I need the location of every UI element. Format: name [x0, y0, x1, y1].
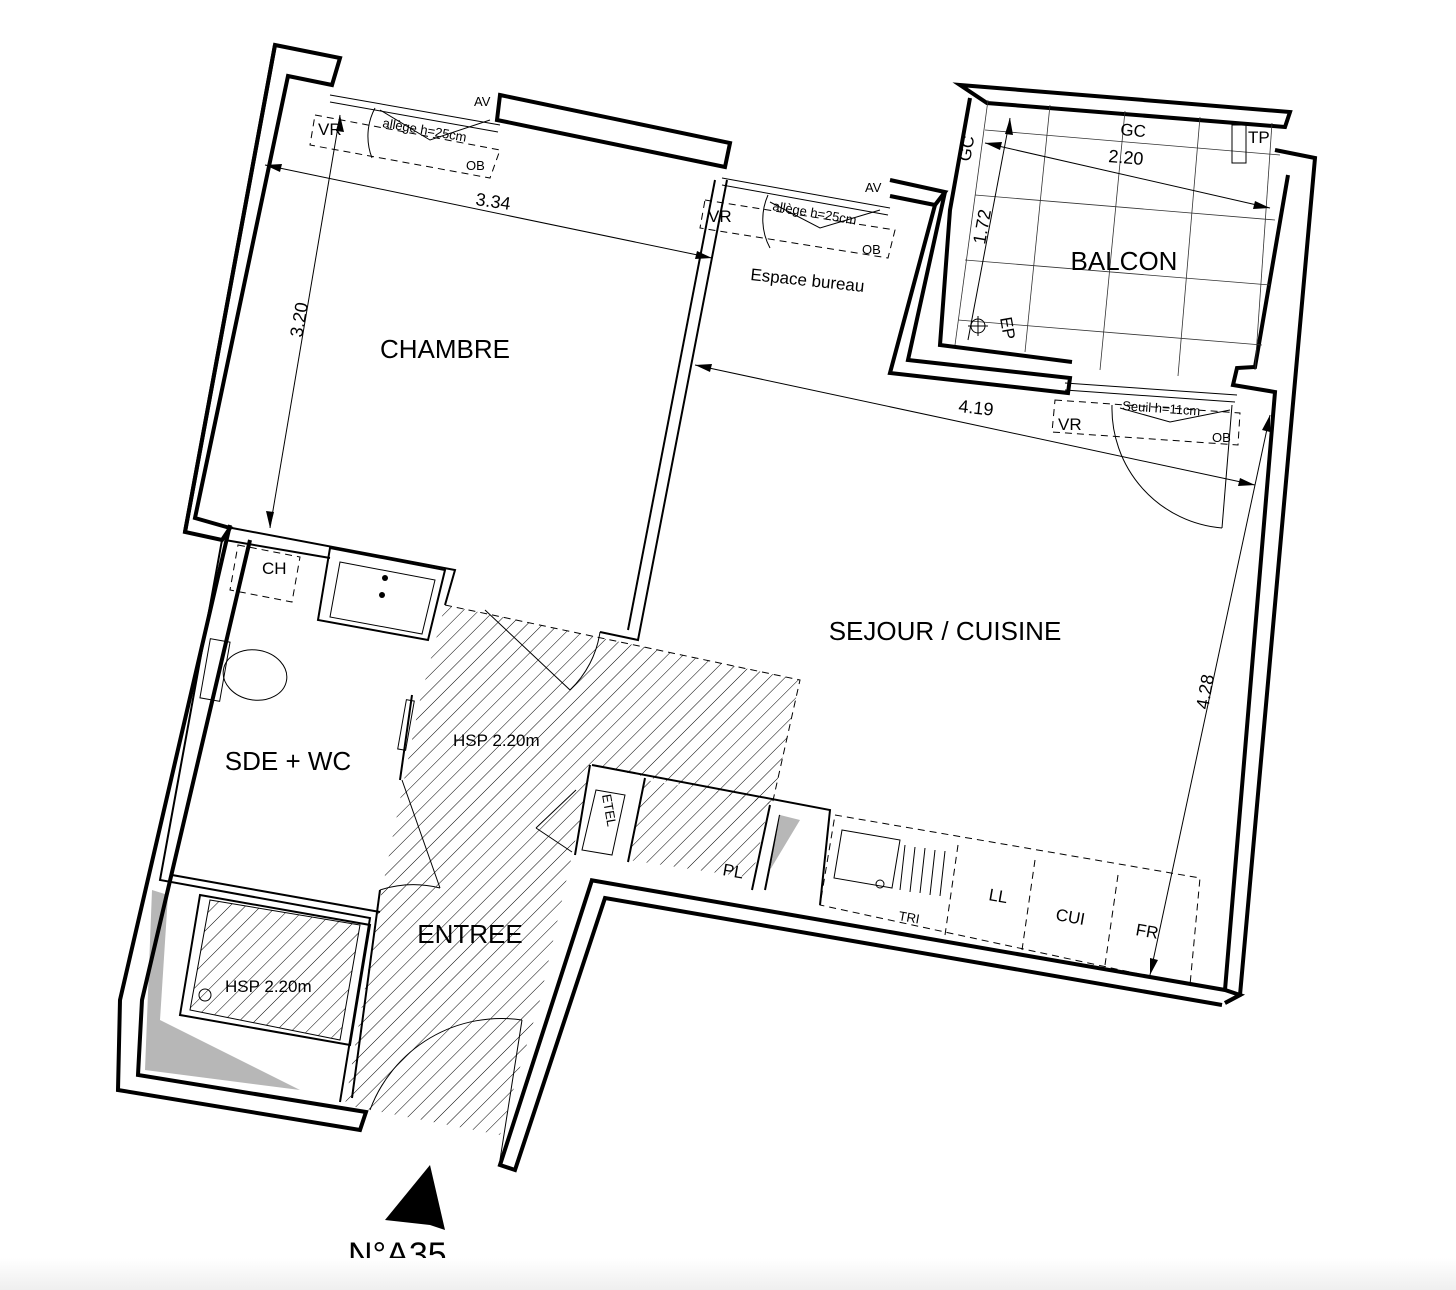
- dim-sejour-depth: 4.28: [1192, 673, 1218, 711]
- room-balcon: BALCON: [1071, 246, 1178, 276]
- dim-chambre-depth: 3.20: [286, 301, 312, 339]
- page-footer-band: [0, 1258, 1456, 1290]
- kitchen-sink: [833, 829, 901, 889]
- windows: [309, 94, 1241, 446]
- room-sde: SDE + WC: [225, 746, 351, 776]
- label-etel: ETEL: [599, 793, 619, 828]
- north-arrow: [385, 1165, 445, 1230]
- placard-etel: [581, 789, 626, 856]
- labels: CHAMBRE SEJOUR / CUISINE SDE + WC ENTREE…: [225, 94, 1270, 1274]
- hatched-areas: [190, 605, 800, 1135]
- room-chambre: CHAMBRE: [380, 334, 510, 364]
- door-handle: [397, 699, 415, 751]
- chauffe-eau-outline: [229, 544, 301, 603]
- label-av-1: AV: [474, 94, 491, 109]
- shower-tray: [178, 893, 372, 1047]
- label-tp: TP: [1248, 128, 1270, 147]
- label-ch: CH: [262, 559, 287, 578]
- dimension-lines: [264, 114, 1271, 976]
- label-fr: FR: [1134, 920, 1160, 943]
- label-cui: CUI: [1054, 905, 1086, 929]
- room-sejour: SEJOUR / CUISINE: [829, 616, 1062, 646]
- label-hsp-douche: HSP 2.20m: [225, 977, 312, 996]
- balcony-tiling: [954, 99, 1281, 377]
- washbasin: [316, 546, 447, 642]
- hsp-douche-area: [190, 900, 360, 1040]
- label-vr-2: VR: [708, 207, 732, 226]
- label-av-2: AV: [865, 180, 882, 195]
- toilet: [199, 638, 288, 702]
- placard-hatch: [628, 780, 770, 878]
- label-ob-3: OB: [1212, 430, 1231, 445]
- gaine-pl: [770, 815, 800, 870]
- label-ll: LL: [987, 885, 1009, 907]
- dim-balcon-width: 2.20: [1108, 146, 1145, 169]
- room-entree: ENTREE: [417, 919, 522, 949]
- drainer-lines: [899, 844, 946, 897]
- dim-chambre-width: 3.34: [474, 189, 511, 214]
- label-gc-2: GC: [1120, 120, 1147, 141]
- label-hsp-entree: HSP 2.20m: [453, 731, 540, 750]
- label-gc-1: GC: [955, 134, 978, 162]
- label-vr-1: VR: [318, 120, 342, 139]
- label-pl: PL: [721, 860, 745, 882]
- label-allege-2: allège h=25cm: [771, 198, 857, 228]
- exterior-walls: [115, 42, 1318, 1173]
- dim-sejour-width: 4.19: [958, 396, 995, 420]
- fixtures: [178, 316, 1201, 1047]
- kitchen-worktop: [819, 814, 1201, 986]
- label-ob-2: OB: [862, 242, 881, 257]
- label-allege-1: allège h=25cm: [381, 115, 467, 145]
- interior-partitions: [158, 179, 832, 1103]
- label-ob-1: OB: [466, 158, 485, 173]
- hsp-entree-area: [345, 605, 800, 1135]
- room-bureau: Espace bureau: [750, 265, 866, 296]
- label-ep: EP: [996, 315, 1019, 341]
- gaine-shading: [145, 890, 300, 1090]
- label-tri: TRI: [897, 908, 920, 926]
- label-seuil: Seuil h=11cm: [1122, 398, 1201, 418]
- label-vr-3: VR: [1058, 415, 1082, 434]
- hatched-area-outlines: [189, 604, 801, 1041]
- door-swings: [367, 107, 1233, 1161]
